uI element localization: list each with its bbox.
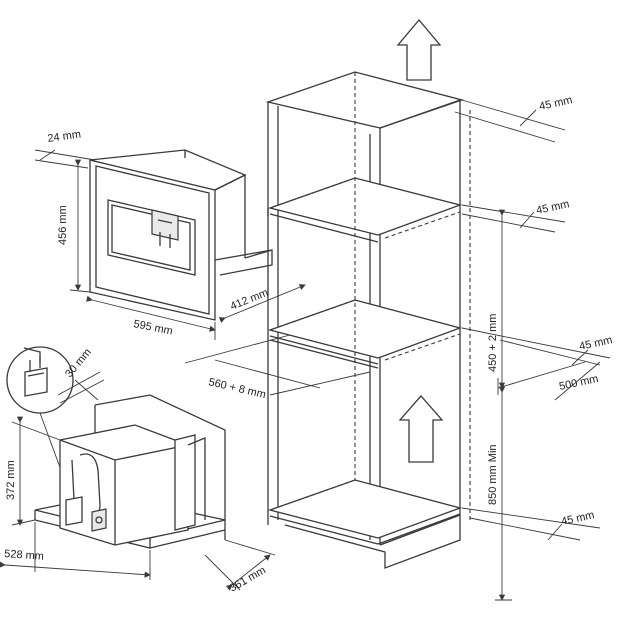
dim-label-850mm-min: 850 mm Min [487, 444, 499, 505]
installed-dimensions [0, 416, 276, 591]
dim-label-500mm: 500 mm [558, 373, 599, 393]
coffee-machine-dimensions [34, 149, 306, 340]
dim-label-45mm-top: 45 mm [538, 94, 573, 113]
dim-label-595mm: 595 mm [132, 318, 173, 337]
dim-label-45mm-middle: 45 mm [578, 334, 613, 353]
dim-label-361mm: 361 mm [228, 564, 268, 594]
dim-label-456mm: 456 mm [57, 205, 69, 245]
airflow-arrow-top [396, 18, 442, 81]
dim-label-450-2mm: 450 + 2 mm [487, 314, 499, 372]
dim-label-560-8mm: 560 + 8 mm [207, 376, 267, 401]
dim-label-24mm: 24 mm [47, 128, 82, 145]
coffee-machine-front [89, 149, 273, 321]
dim-label-412mm: 412 mm [229, 287, 270, 313]
installed-machine [34, 394, 226, 549]
dim-label-528mm: 528 mm [4, 548, 44, 563]
airflow-arrow-inside [398, 395, 444, 463]
dim-label-372mm: 372 mm [5, 460, 17, 500]
dim-label-45mm-upper: 45 mm [535, 198, 570, 217]
tall-cabinet [265, 71, 471, 569]
cabinet-dimensions [184, 97, 611, 601]
